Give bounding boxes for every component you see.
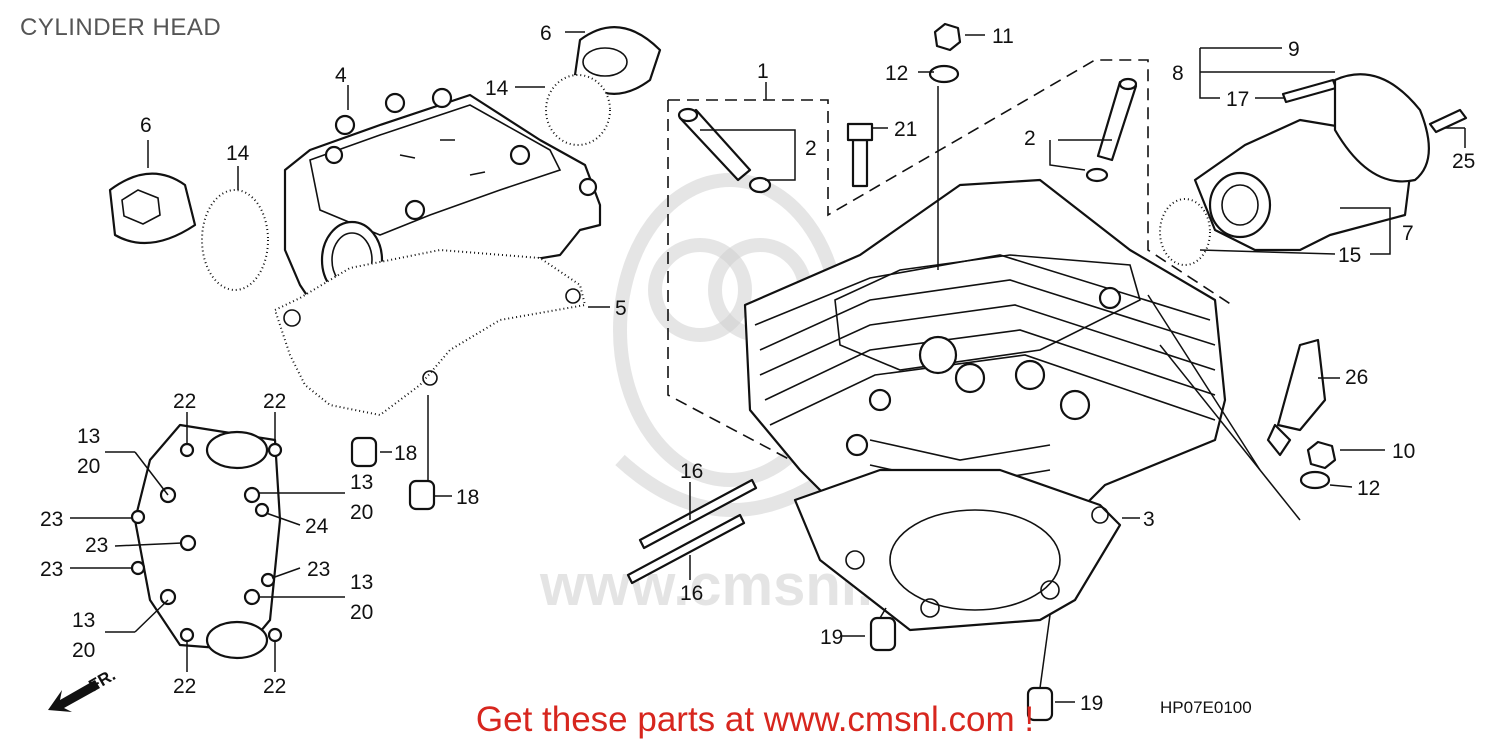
callout-10: 10 (1392, 440, 1415, 463)
callout-23-c: 23 (40, 558, 63, 581)
callout-24: 24 (305, 515, 329, 538)
callout-22-bottom-right: 22 (263, 675, 286, 698)
callout-12-bottom: 12 (1357, 477, 1380, 500)
assembly-outline-1 (667, 59, 1233, 466)
page-title: CYLINDER HEAD (20, 14, 222, 41)
callout-11: 11 (992, 25, 1014, 48)
diagram-code: HP07E0100 (1160, 698, 1252, 717)
oil-filler-cap-left (108, 172, 197, 245)
callout-16-lower: 16 (680, 582, 703, 605)
callout-18-upper: 18 (394, 442, 417, 465)
callout-23-d: 23 (307, 558, 330, 581)
callout-2-right: 2 (1024, 127, 1036, 150)
callout-12-top: 12 (885, 62, 908, 85)
callout-20-a: 20 (77, 455, 100, 478)
dowel-pins (350, 436, 1054, 722)
callout-23-a: 23 (40, 508, 63, 531)
callout-22-top-left: 22 (173, 390, 196, 413)
valve-guide-left (677, 107, 772, 194)
callout-16-upper: 16 (680, 460, 703, 483)
o-ring-right (545, 74, 611, 146)
callout-17: 17 (1226, 88, 1249, 111)
callout-labels: 4 6 14 6 14 5 18 18 19 19 3 1 2 2 11 12 … (40, 22, 1475, 715)
callout-13-a: 13 (77, 425, 100, 448)
callout-8: 8 (1172, 62, 1184, 85)
side-cover-plate (130, 423, 283, 660)
spark-plug (1266, 338, 1327, 457)
cylinder-head-gasket (793, 468, 1122, 632)
head-cover-gasket (273, 248, 587, 417)
callout-9: 9 (1288, 38, 1300, 61)
callout-7: 7 (1402, 222, 1414, 245)
leader-lines (70, 31, 1466, 703)
callout-26: 26 (1345, 366, 1368, 389)
carburetor-insulator (1193, 73, 1430, 252)
callout-13-d: 13 (72, 609, 95, 632)
callout-1: 1 (757, 60, 769, 83)
callout-20-d: 20 (72, 639, 95, 662)
callout-6-right: 6 (540, 22, 552, 45)
callout-14-left: 14 (226, 142, 250, 165)
callout-19-left: 19 (820, 626, 843, 649)
callout-18-lower: 18 (456, 486, 479, 509)
promo-link-text[interactable]: Get these parts at www.cmsnl.com ! (475, 700, 1035, 739)
callout-5: 5 (615, 297, 627, 320)
callout-6-left: 6 (140, 114, 152, 137)
callout-13-c: 13 (350, 571, 373, 594)
callout-15: 15 (1338, 244, 1361, 267)
callout-21: 21 (894, 118, 917, 141)
callout-25: 25 (1452, 150, 1475, 173)
callout-23-b: 23 (85, 534, 108, 557)
callout-20-c: 20 (350, 601, 373, 624)
o-ring-left (201, 189, 269, 291)
callout-19-right: 19 (1080, 692, 1103, 715)
valve-guide-right (1085, 77, 1138, 183)
callout-3: 3 (1143, 508, 1155, 531)
callout-20-b: 20 (350, 501, 373, 524)
callout-2-left: 2 (805, 137, 817, 160)
callout-22-top-right: 22 (263, 390, 286, 413)
callout-4: 4 (335, 64, 347, 87)
callout-22-bottom-left: 22 (173, 675, 196, 698)
nuts-and-washers (928, 22, 1337, 490)
stud-bolts (626, 478, 758, 585)
callout-14-right: 14 (485, 77, 509, 100)
insulator-gasket (1159, 198, 1211, 266)
callout-13-b: 13 (350, 471, 373, 494)
bolts (846, 78, 1468, 188)
